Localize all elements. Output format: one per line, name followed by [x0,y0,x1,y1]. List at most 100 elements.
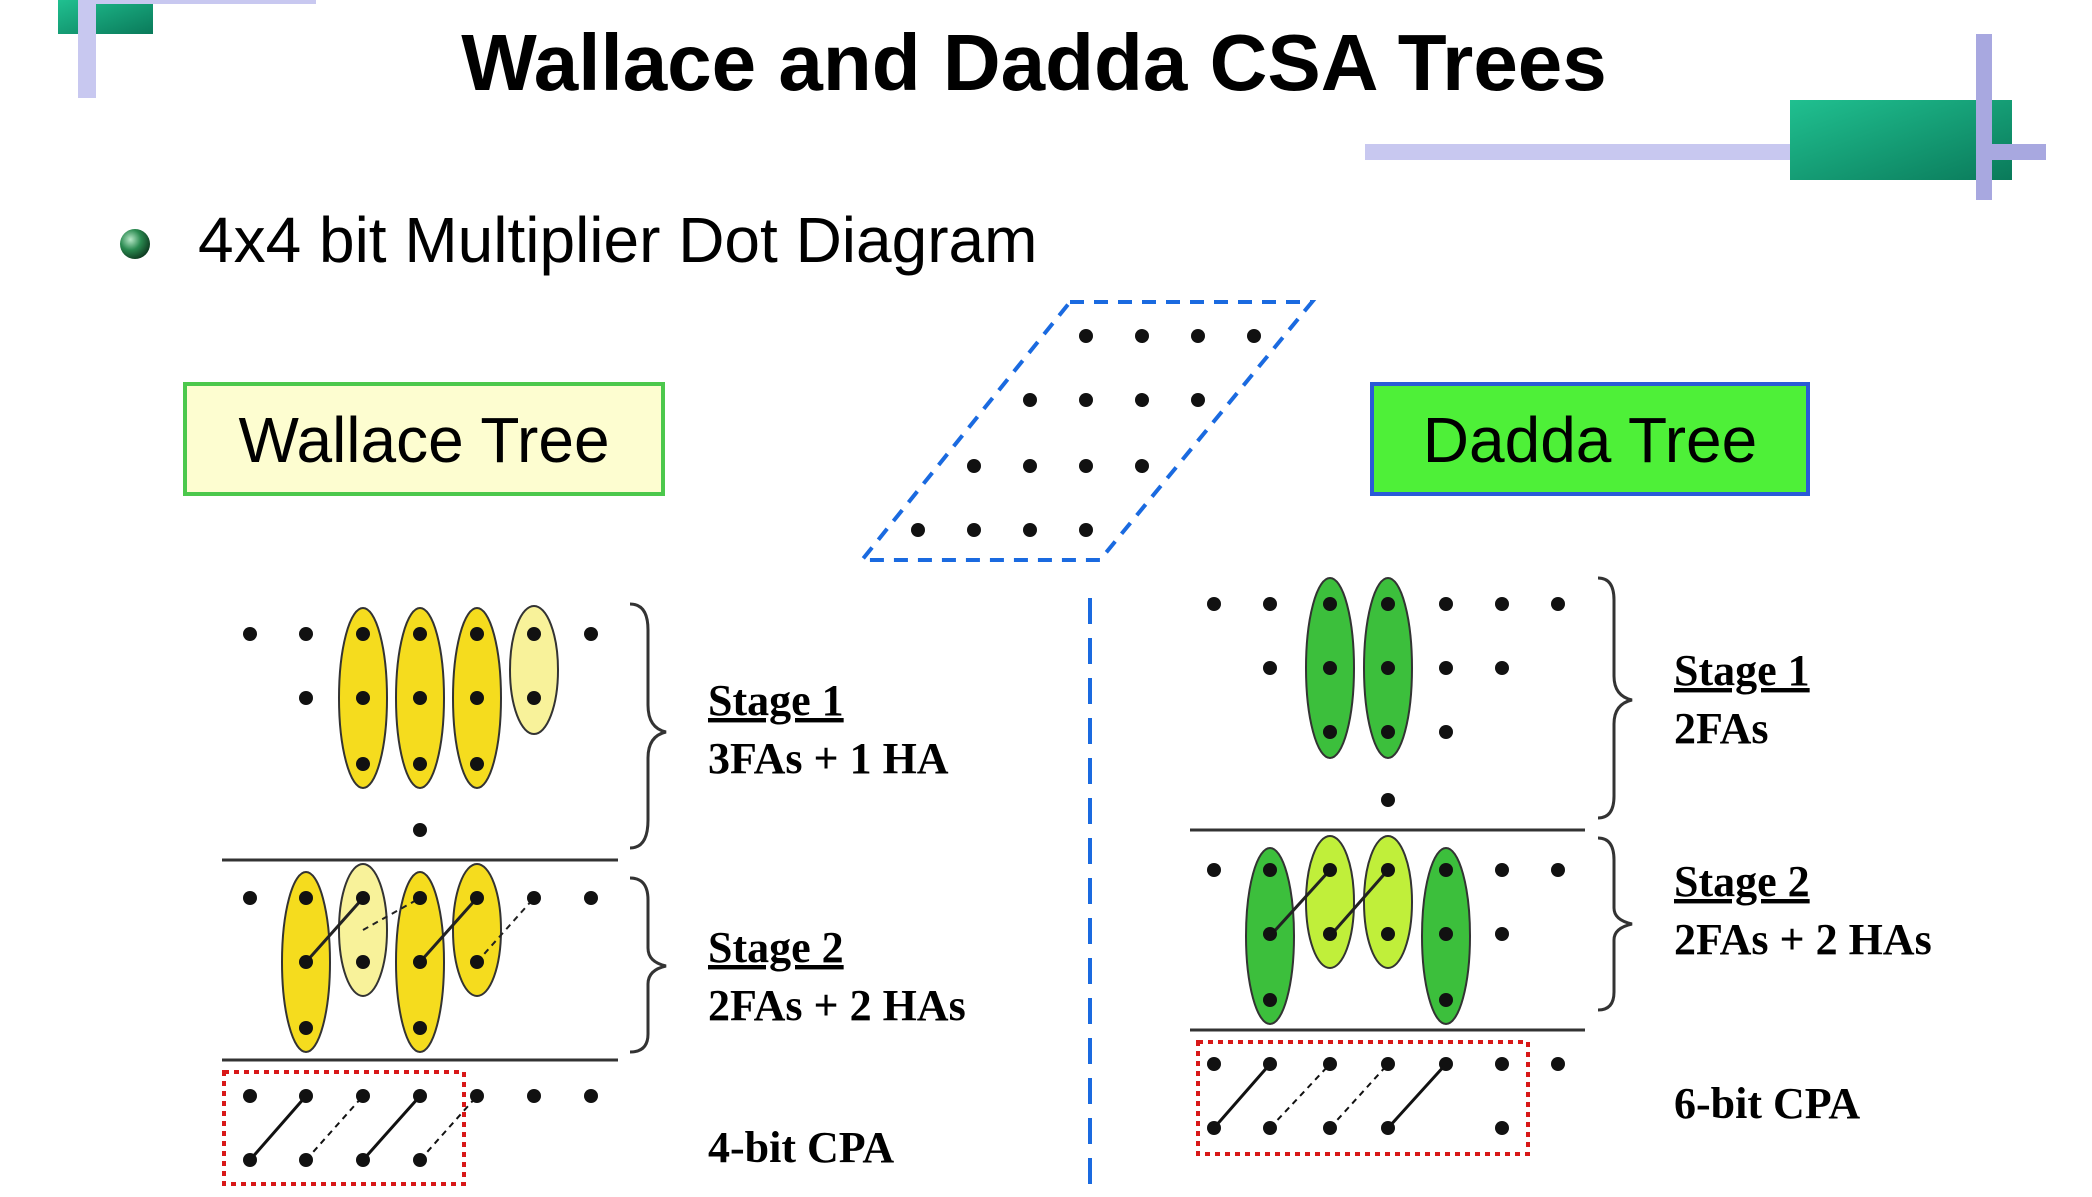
dot [413,891,427,905]
dot [1381,1121,1395,1135]
dadda-stage2-dots [1207,863,1565,1007]
carry-line [248,1095,308,1161]
dot [1079,329,1093,343]
dadda-label: Dadda Tree [1423,404,1757,476]
dot [1439,1057,1453,1071]
dot [1323,725,1337,739]
dot [1381,793,1395,807]
dadda-cpa-dots [1207,1057,1565,1135]
dot [527,1089,541,1103]
wallace-box [183,382,665,496]
dot [1381,863,1395,877]
dot [1079,393,1093,407]
dot [1263,993,1277,1007]
dot [1191,393,1205,407]
dot [1495,863,1509,877]
dot [1439,863,1453,877]
dot [1381,661,1395,675]
dot [967,523,981,537]
dot [413,691,427,705]
dadda-s2-ha-1 [1305,835,1355,969]
dot [1551,1057,1565,1071]
dot [413,627,427,641]
dot [911,523,925,537]
wallace-s2-ha-2 [452,863,502,997]
dot [1191,329,1205,343]
dadda-cpa-lines [1212,1062,1448,1130]
dot [356,891,370,905]
dot [1439,661,1453,675]
dot [243,891,257,905]
dot [527,627,541,641]
dot [1381,927,1395,941]
dadda-s2-carry-line [1268,868,1332,938]
dot [470,891,484,905]
dot [470,691,484,705]
dot [1495,597,1509,611]
dot [470,627,484,641]
dadda-cpa-label: 6-bit CPA [1674,1079,1860,1128]
dot [1263,1121,1277,1135]
dot [470,757,484,771]
carry-line [1386,1062,1448,1130]
wallace-stage1-title: Stage 1 [708,676,844,725]
dot [1207,863,1221,877]
dot [1323,597,1337,611]
dot [1023,459,1037,473]
dot [1207,1057,1221,1071]
dot [470,955,484,969]
dadda-s2-carry-line [1328,869,1390,937]
dadda-brace-2 [1597,836,1633,1012]
wallace-stage2-desc: 2FAs + 2 HAs [708,981,966,1030]
wallace-brace-1 [629,602,667,850]
wallace-stage1-desc: 3FAs + 1 HA [708,734,949,783]
dot [584,891,598,905]
dot [356,1089,370,1103]
dot [299,891,313,905]
dot [413,1021,427,1035]
dot [413,1153,427,1167]
wallace-stage2-title: Stage 2 [708,923,844,972]
dot [1439,927,1453,941]
carry-line [361,1095,422,1161]
wallace-cpa-lines [248,1095,478,1161]
dot [299,627,313,641]
dot [1381,725,1395,739]
dot [1381,1057,1395,1071]
wallace-s1-ha-1 [509,605,559,735]
dot [584,1089,598,1103]
dot [356,955,370,969]
dot [1079,523,1093,537]
dot [356,691,370,705]
wallace-brace-2 [629,876,667,1054]
dot [1263,597,1277,611]
dot [1023,523,1037,537]
dot [243,627,257,641]
dadda-stage1-dots [1207,597,1565,807]
dot [1439,725,1453,739]
wallace-stage1-dots [243,627,598,837]
dot [1323,661,1337,675]
matrix-outline [857,300,1317,562]
dot [299,1021,313,1035]
wallace-s2-carry-line [418,897,479,963]
dot [1135,459,1149,473]
dadda-box [1370,382,1810,496]
matrix-dots [911,329,1261,537]
dot [356,757,370,771]
dot [1323,1057,1337,1071]
dot [1135,393,1149,407]
wallace-s2-carry-line [304,897,365,963]
dadda-s2-ha-2 [1363,835,1413,969]
dot [584,627,598,641]
dot [1263,1057,1277,1071]
carry-line [1329,1063,1389,1129]
dot [527,891,541,905]
dot [413,757,427,771]
dot [1247,329,1261,343]
dot [1323,927,1337,941]
dot [1551,597,1565,611]
dot [1439,993,1453,1007]
carry-line [1269,1063,1331,1129]
carry-line [1212,1063,1272,1129]
